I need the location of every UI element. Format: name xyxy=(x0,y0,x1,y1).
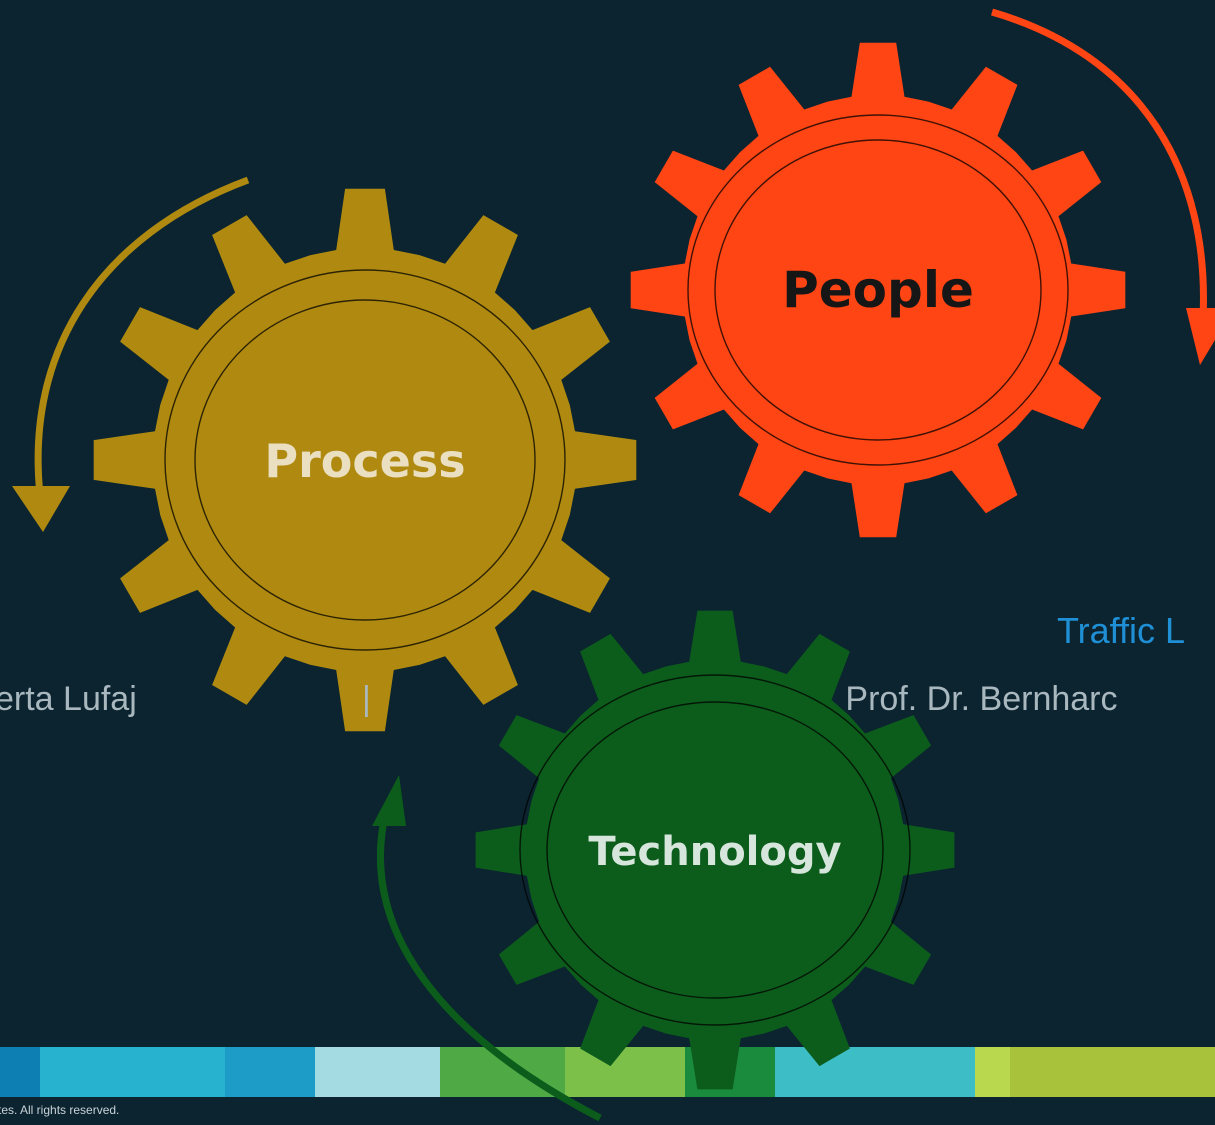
author-name: erta Lufaj xyxy=(0,680,137,718)
process-gear-ring xyxy=(164,269,566,651)
process-gear-ring xyxy=(194,299,536,621)
stripe-segment xyxy=(775,1047,975,1097)
people-label: People xyxy=(782,261,974,319)
people-gear-ring xyxy=(714,139,1042,441)
stripe-segment xyxy=(1010,1047,1215,1097)
process-label: Process xyxy=(264,434,465,488)
stripe-segment xyxy=(565,1047,685,1097)
people-gear-ring xyxy=(687,114,1069,466)
traffic-label: Traffic L xyxy=(1057,610,1186,651)
stripe-segment xyxy=(0,1047,40,1097)
people-gear-body xyxy=(630,42,1126,538)
stripe-segment xyxy=(40,1047,225,1097)
process-arrow xyxy=(34,176,250,496)
copyright-text: tes. All rights reserved. xyxy=(0,1103,120,1117)
stripe-segment xyxy=(225,1047,315,1097)
stripe-segment xyxy=(315,1047,440,1097)
stripe-segment xyxy=(440,1047,565,1097)
process-gear-body xyxy=(93,188,637,732)
technology-arrowhead xyxy=(372,775,406,826)
people-arrowhead xyxy=(1186,308,1215,365)
process-arrowhead xyxy=(12,486,70,532)
stripe-segment xyxy=(975,1047,1010,1097)
people-arrow xyxy=(991,8,1207,319)
people-gear: People xyxy=(630,42,1126,538)
color-stripe xyxy=(0,1047,1215,1097)
stripe-segment xyxy=(685,1047,775,1097)
supervisor-text: Supervisor: Prof. Dr. Bernharc xyxy=(664,680,1118,718)
process-gear: Process xyxy=(93,188,637,732)
footer-separator: | xyxy=(362,680,371,718)
